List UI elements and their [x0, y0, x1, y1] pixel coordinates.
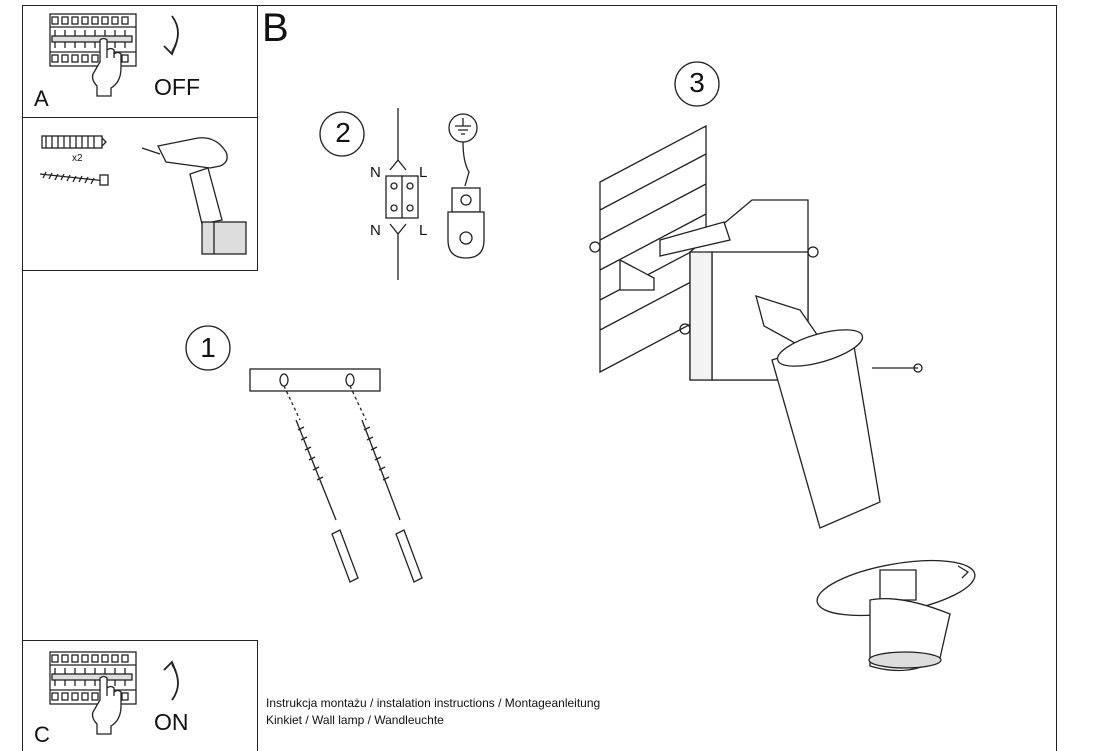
panel-c-label: C — [34, 722, 50, 747]
circuit-breaker-icon — [49, 13, 137, 67]
panel-a-label: A — [34, 86, 49, 111]
panel-b-label: B — [262, 6, 289, 50]
terminal-block-icon — [385, 175, 419, 219]
wire-label-l-top: L — [419, 164, 428, 181]
quantity-label: x2 — [72, 153, 83, 164]
drill-icon — [141, 137, 247, 255]
wire-label-l-bottom: L — [419, 222, 428, 239]
screw-left — [295, 419, 359, 583]
wire-label-n-bottom: N — [370, 222, 381, 239]
caption-instructions: Instrukcja montażu / instalation instruc… — [266, 696, 601, 710]
power-off-label: OFF — [154, 74, 200, 100]
screw-icon — [39, 171, 109, 186]
wire-label-n-top: N — [370, 164, 381, 181]
hand-icon — [91, 37, 122, 97]
caption-product: Kinkiet / Wall lamp / Wandleuchte — [266, 713, 444, 727]
step-2-number: 2 — [335, 117, 351, 148]
mounting-rail — [249, 368, 381, 392]
step-1-number: 1 — [200, 332, 216, 363]
power-on-label: ON — [154, 709, 189, 735]
instruction-sheet-frame — [22, 5, 1057, 751]
screw-right — [361, 419, 423, 583]
circuit-breaker-icon-c — [49, 651, 137, 705]
earth-ground-icon — [447, 113, 485, 259]
hand-icon-c — [91, 675, 122, 735]
step-3-number: 3 — [689, 67, 705, 98]
wall-lamp-icon — [619, 199, 923, 529]
wall-plug-icon — [41, 135, 107, 149]
gu10-bulb-icon — [816, 559, 976, 672]
